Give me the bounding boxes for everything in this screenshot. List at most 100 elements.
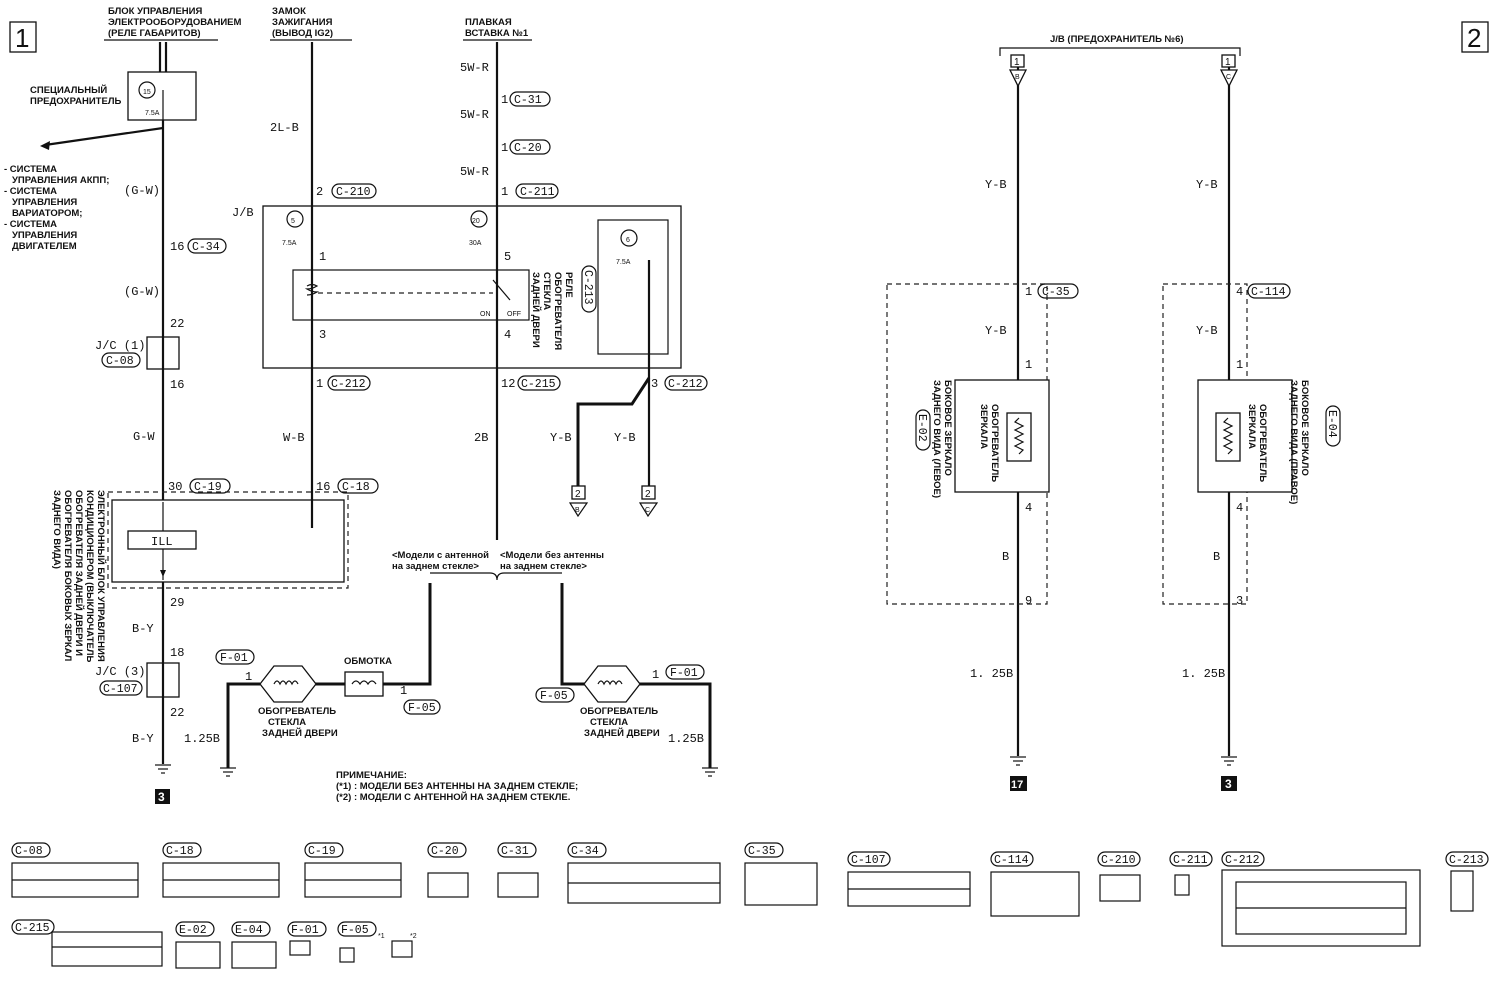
wire-2b: 2B xyxy=(474,431,488,445)
legend-c19: C-19 xyxy=(308,845,336,858)
pin-4-e04: 4 xyxy=(1236,501,1243,515)
ref-c-letter: C xyxy=(645,507,650,514)
conn-c34: C-34 xyxy=(192,241,220,254)
pin-12-c215: 12 xyxy=(501,377,515,391)
wire-yb-r1: Y-B xyxy=(1196,178,1218,192)
ac-unit-label-4: ОБОГРЕВАТЕЛЯ БОКОВЫХ ЗЕРКАЛ xyxy=(62,490,73,662)
conn-c31: C-31 xyxy=(514,94,542,107)
pin-1-f01-b: 1 xyxy=(652,668,659,682)
pin-4-relay: 4 xyxy=(504,328,511,342)
mirror-heater-right-2: ЗЕРКАЛА xyxy=(1246,404,1257,449)
pin-5-relay: 5 xyxy=(504,250,511,264)
legend-c107: C-107 xyxy=(851,854,886,867)
pin-9: 9 xyxy=(1025,594,1032,608)
ignition-label-3: (ВЫВОД IG2) xyxy=(272,28,333,39)
legend-c210: C-210 xyxy=(1101,854,1136,867)
note-line-2: (*2) : МОДЕЛИ С АНТЕННОЙ НА ЗАДНЕМ СТЕКЛ… xyxy=(336,791,570,803)
wire-yb-l2: Y-B xyxy=(985,324,1007,338)
mirror-heater-left-2: ЗЕРКАЛА xyxy=(978,404,989,449)
ref-2-b: 2 xyxy=(575,489,581,500)
pin-1-c31: 1 xyxy=(501,93,508,107)
relay-label-3: СТЕКЛА xyxy=(541,272,552,310)
note-line-1: (*1) : МОДЕЛИ БЕЗ АНТЕННЫ НА ЗАДНЕМ СТЕК… xyxy=(336,781,578,792)
pin-3-c212: 3 xyxy=(651,377,658,391)
conn-c213: C-213 xyxy=(581,270,594,305)
defogger-right-2: СТЕКЛА xyxy=(590,717,628,728)
mirror-left-2: ЗАДНЕГО ВИДА (ЛЕВОЕ) xyxy=(931,380,942,498)
defogger-right-1: ОБОГРЕВАТЕЛЬ xyxy=(580,706,658,717)
ref-1-left: 1 xyxy=(1014,57,1020,68)
pin-1-c35: 1 xyxy=(1025,285,1032,299)
etacs-label-1: БЛОК УПРАВЛЕНИЯ xyxy=(108,6,202,17)
page-box-2 xyxy=(1461,21,1489,53)
wire-b-left: B xyxy=(1002,550,1009,564)
ignition-label-1: ЗАМОК xyxy=(272,6,306,17)
page-box-1 xyxy=(9,21,37,53)
wire-125b-l: 1. 25B xyxy=(970,667,1013,681)
model-with-ant-2: на заднем стекле> xyxy=(392,561,479,572)
connector-legend: C-08 C-18 C-19 C-20 C-31 C-34 C-35 C-107… xyxy=(11,842,1489,969)
legend-c35: C-35 xyxy=(748,845,776,858)
systems-6: - СИСТЕМА xyxy=(4,219,57,230)
jc1-label: J/C (1) xyxy=(95,339,145,353)
ill-label: ILL xyxy=(151,535,173,549)
wire-125b-r: 1. 25B xyxy=(1182,667,1225,681)
conn-c211: C-211 xyxy=(520,186,555,199)
special-fuse-label-2: ПРЕДОХРАНИТЕЛЬ xyxy=(30,96,121,107)
wire-wb: W-B xyxy=(283,431,305,445)
wire-by-2: B-Y xyxy=(132,732,154,746)
pin-30-c19: 30 xyxy=(168,480,182,494)
ref-b-top: B xyxy=(1015,74,1020,81)
wire-5wr-2: 5W-R xyxy=(460,108,489,122)
wire-125b-left: 1.25B xyxy=(184,732,220,746)
pin-1-e04: 1 xyxy=(1236,358,1243,372)
conn-c210: C-210 xyxy=(336,186,371,199)
legend-c31: C-31 xyxy=(501,845,529,858)
wire-by-1: B-Y xyxy=(132,622,154,636)
pin-1-e02: 1 xyxy=(1025,358,1032,372)
pin-2-c210: 2 xyxy=(316,185,323,199)
jb-fuse20-rating: 30A xyxy=(469,240,482,247)
legend-e02: E-02 xyxy=(179,924,207,937)
pin-3-right: 3 xyxy=(1236,594,1243,608)
ref-b-letter: B xyxy=(575,507,580,514)
conn-e04: E-04 xyxy=(1325,410,1338,438)
conn-c18: C-18 xyxy=(342,481,370,494)
pin-16-jc1: 16 xyxy=(170,378,184,392)
wire-gw-paren-2: (G-W) xyxy=(124,285,160,299)
systems-4: УПРАВЛЕНИЯ xyxy=(12,197,77,208)
mirror-heater-right-1: ОБОГРЕВАТЕЛЬ xyxy=(1257,404,1268,482)
legend-c211: C-211 xyxy=(1173,854,1208,867)
ref-c-top: C xyxy=(1226,74,1231,81)
page-number-2: 2 xyxy=(1467,23,1481,53)
defogger-left-1: ОБОГРЕВАТЕЛЬ xyxy=(258,706,336,717)
wire-yb-a: Y-B xyxy=(550,431,572,445)
mirror-right-2: ЗАДНЕГО ВИДА (ПРАВОЕ) xyxy=(1288,380,1299,504)
jb-fuse6-label: J/B (ПРЕДОХРАНИТЕЛЬ №6) xyxy=(1050,34,1184,45)
legend-e04: E-04 xyxy=(235,924,263,937)
star-2: *2 xyxy=(410,933,417,940)
jb-label: J/B xyxy=(232,206,254,220)
legend-c18: C-18 xyxy=(166,845,194,858)
legend-c212: C-212 xyxy=(1225,854,1260,867)
fusible-label-2: ВСТАВКА №1 xyxy=(465,28,529,39)
special-fuse-num: 15 xyxy=(143,89,151,96)
jb-fuse5-num: 5 xyxy=(291,218,295,225)
wire-yb-l1: Y-B xyxy=(985,178,1007,192)
special-fuse-rating: 7.5A xyxy=(145,110,160,117)
defogger-left-3: ЗАДНЕЙ ДВЕРИ xyxy=(262,727,338,739)
model-with-ant-1: <Модели с антенной xyxy=(392,550,489,561)
pin-1-f01-a: 1 xyxy=(245,670,252,684)
ground-3-left: 3 xyxy=(158,790,165,804)
wire-gw-paren-1: (G-W) xyxy=(124,184,160,198)
legend-c20: C-20 xyxy=(431,845,459,858)
special-fuse-label-1: СПЕЦИАЛЬНЫЙ xyxy=(30,84,107,96)
ground-3-right: 3 xyxy=(1225,777,1232,791)
pin-22-jc1: 22 xyxy=(170,317,184,331)
page-number-1: 1 xyxy=(15,23,29,53)
pin-18: 18 xyxy=(170,646,184,660)
ac-unit-label-2: КОНДИЦИОНЕРОМ (ВЫКЛЮЧАТЕЛЬ xyxy=(84,490,95,662)
legend-c114: C-114 xyxy=(994,854,1029,867)
conn-c212-a: C-212 xyxy=(331,378,366,391)
relay-on: ON xyxy=(480,311,491,318)
